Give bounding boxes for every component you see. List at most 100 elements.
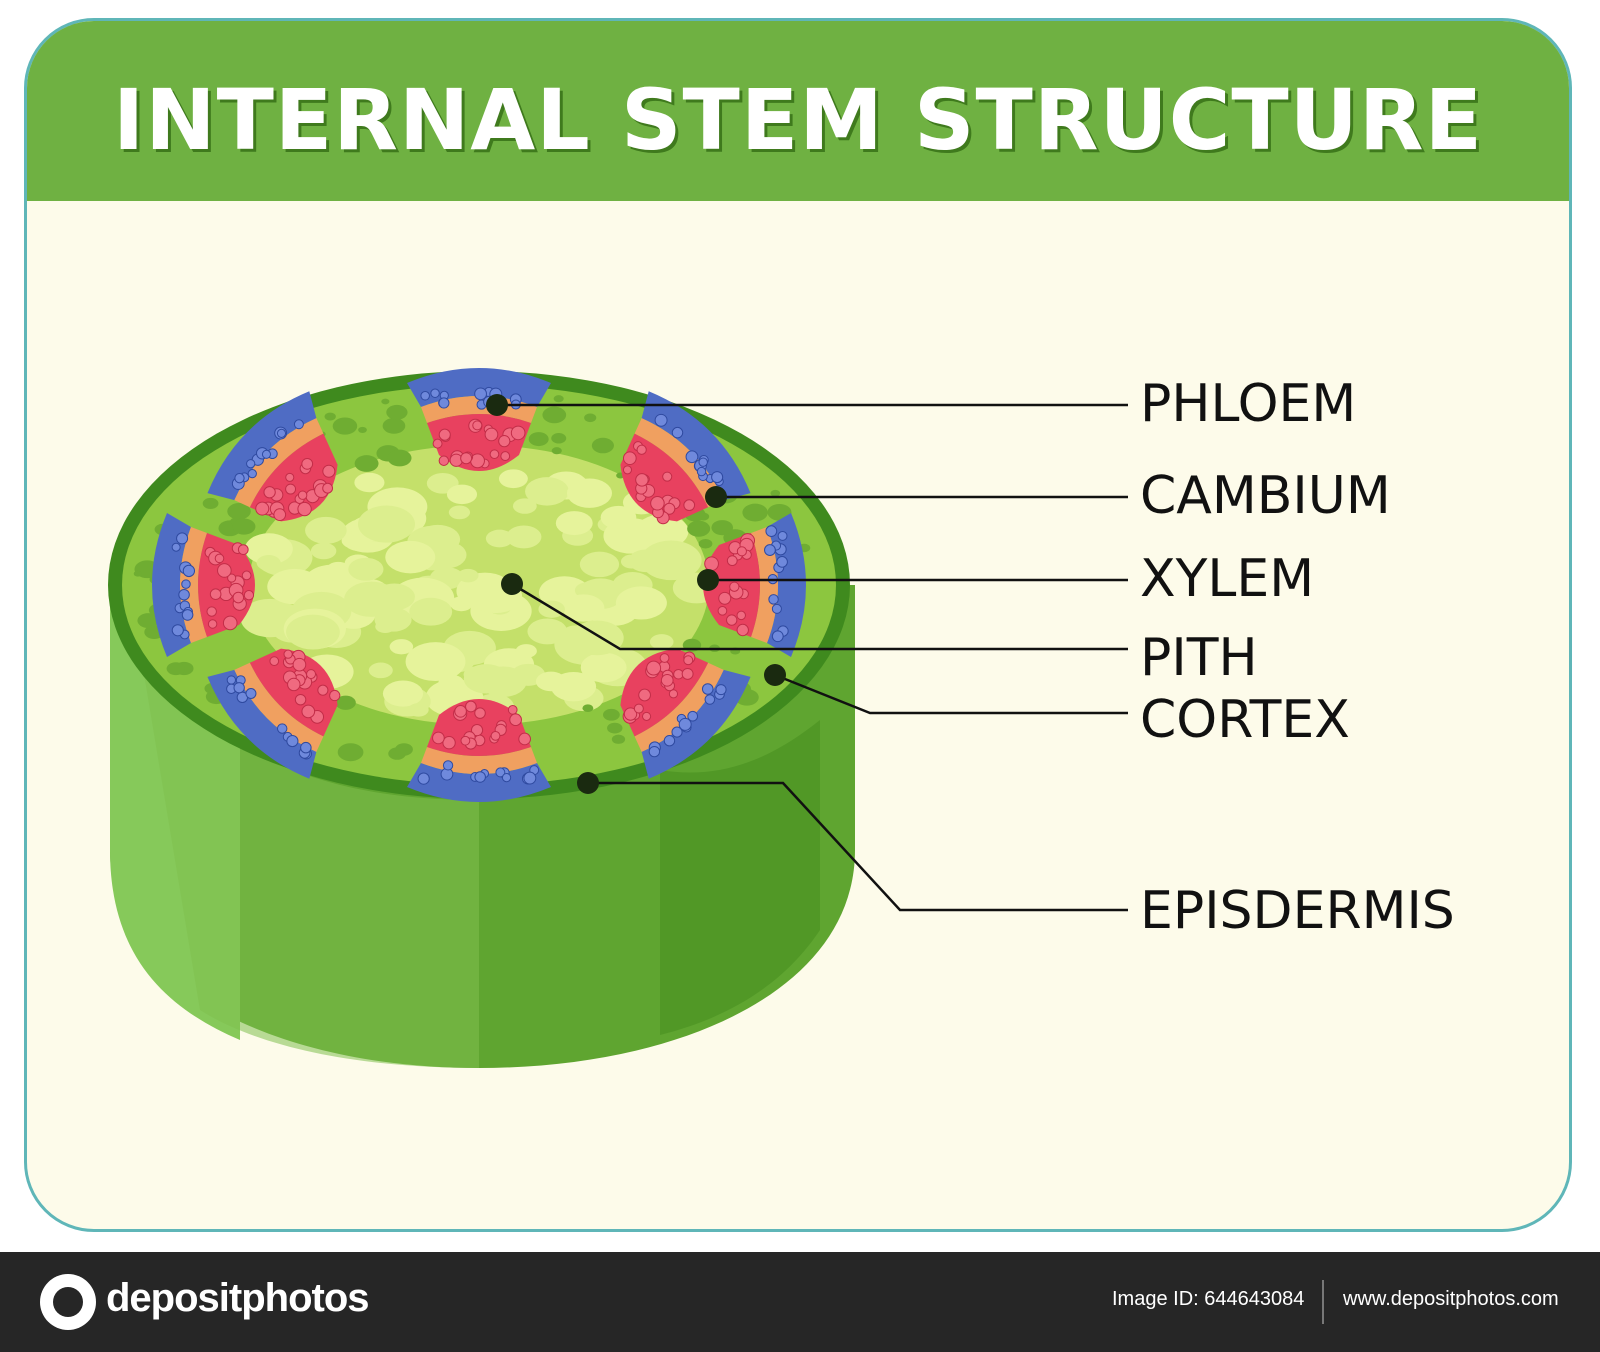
cortex-cell xyxy=(332,417,358,435)
brand-name: depositphotos xyxy=(106,1276,370,1320)
vascular-bundles xyxy=(152,368,806,802)
pith-cells xyxy=(240,469,721,722)
phloem-cell xyxy=(764,544,776,556)
pith-cell xyxy=(515,644,537,658)
pith-cell xyxy=(348,557,384,581)
pith-cell xyxy=(448,505,471,520)
pith-cell xyxy=(382,680,424,707)
xylem-cell xyxy=(662,471,673,482)
pith-leader xyxy=(511,582,1128,651)
image-id: Image ID: 644643084 xyxy=(1112,1288,1305,1310)
cortex-cell xyxy=(551,447,562,455)
site-url: www.depositphotos.com xyxy=(1343,1288,1559,1310)
xylem-cell xyxy=(294,693,307,706)
pith-cell xyxy=(640,540,702,581)
xylem-cell xyxy=(214,553,225,564)
xylem-cell xyxy=(622,465,633,475)
phloem-cell xyxy=(442,760,454,771)
phloem-layer xyxy=(152,513,191,657)
cortex-cell xyxy=(335,695,356,710)
xylem-cell xyxy=(646,660,662,676)
cortex-cell xyxy=(711,520,734,536)
phloem-cell xyxy=(648,745,661,758)
xylem-cell xyxy=(474,707,486,719)
xylem-cell xyxy=(322,464,336,478)
xylem-cell xyxy=(287,677,301,692)
pith-cell xyxy=(310,542,337,560)
pith-cell xyxy=(375,620,396,634)
phloem-cell xyxy=(233,682,245,694)
vascular-bundle xyxy=(407,699,551,802)
cambium-layer xyxy=(421,396,537,423)
phloem-cell xyxy=(523,771,537,785)
phloem-cell xyxy=(715,684,727,696)
pith-cell xyxy=(405,642,466,682)
xylem-cell xyxy=(297,501,312,517)
xylem-cell xyxy=(704,556,719,572)
phloem-cell xyxy=(181,579,191,589)
xylem-cell xyxy=(484,427,499,442)
phloem-cell xyxy=(501,772,512,783)
title-banner: INTERNAL STEM STRUCTURE xyxy=(27,21,1569,201)
phloem-cell xyxy=(234,473,245,484)
vascular-bundle xyxy=(620,391,751,525)
pith-cell xyxy=(479,666,527,697)
xylem-cell xyxy=(227,573,237,583)
phloem-cell xyxy=(276,723,288,734)
xylem-cell xyxy=(222,615,238,631)
phloem-cell xyxy=(771,603,782,614)
leader-dots xyxy=(486,394,786,794)
xylem-cell xyxy=(717,606,728,616)
pith-cell xyxy=(408,703,429,717)
pith-cell xyxy=(368,662,393,679)
phloem-cell xyxy=(765,525,778,538)
cortex-dot xyxy=(764,664,786,686)
pith-cell xyxy=(600,505,637,530)
cortex-cell xyxy=(551,433,567,444)
pith-cell xyxy=(550,671,597,702)
cortex-cell xyxy=(395,743,413,756)
phloem-cell xyxy=(181,609,194,621)
xylem-cell xyxy=(301,704,316,719)
phloem-cell xyxy=(701,683,714,695)
xylem-cell xyxy=(465,700,477,713)
xylem-cell xyxy=(736,546,747,557)
cambium-layer xyxy=(634,418,724,508)
xylem-cell xyxy=(241,570,252,581)
pith-cell xyxy=(463,666,488,683)
cortex-cell xyxy=(687,520,711,537)
xylem-cell xyxy=(622,451,637,466)
phloem-cell xyxy=(176,532,189,545)
cambium-dot xyxy=(705,486,727,508)
phloem-cell xyxy=(768,594,779,605)
phloem-cell xyxy=(777,530,788,541)
xylem-cell xyxy=(432,438,443,449)
pith-cell xyxy=(498,469,528,489)
cortex-cell xyxy=(381,398,390,405)
cortex-cell xyxy=(542,406,567,424)
xylem-cell xyxy=(329,689,341,702)
pith-cell xyxy=(512,498,537,514)
phloem-cell xyxy=(776,556,788,568)
pith-cell xyxy=(385,540,436,574)
xylem-cell xyxy=(432,731,445,745)
cortex-cell xyxy=(386,404,408,420)
pith-cell xyxy=(344,581,399,617)
cortex-cell xyxy=(698,538,713,549)
xylem-cell xyxy=(490,731,501,741)
xylem-cell xyxy=(438,455,450,466)
xylem-cell xyxy=(642,711,652,721)
xylem-cell xyxy=(509,713,522,727)
label-cambium: CAMBIUM xyxy=(1140,466,1391,526)
pith-cell xyxy=(457,568,479,583)
phloem-cell xyxy=(420,390,430,401)
pith-cell xyxy=(525,477,569,506)
xylem-dot xyxy=(697,569,719,591)
xylem-cell xyxy=(510,425,526,441)
phloem-cell xyxy=(171,542,181,552)
watermark-footer: depositphotos Image ID: 644643084 www.de… xyxy=(0,1252,1600,1352)
xylem-cell xyxy=(498,435,511,448)
label-epidermis: EPISDERMIS xyxy=(1140,881,1455,941)
pith-cell xyxy=(389,639,414,655)
pith-cell xyxy=(562,594,605,622)
